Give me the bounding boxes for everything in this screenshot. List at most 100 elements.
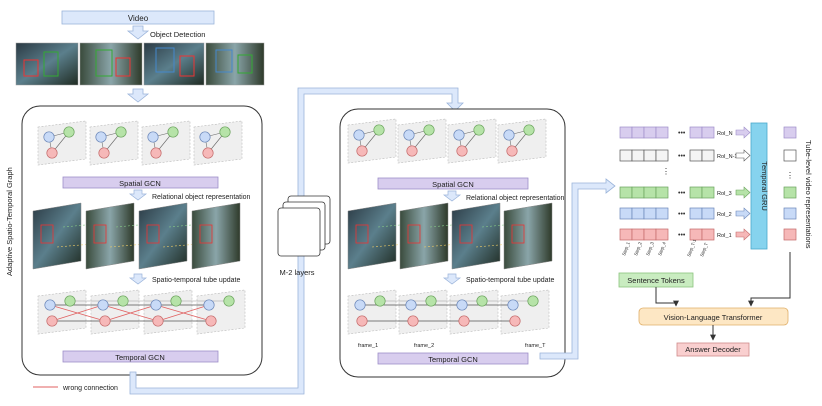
wrong-connection-edge xyxy=(104,304,157,322)
roi-feature-cell xyxy=(701,228,715,241)
object-detection-label: Object Detection xyxy=(150,30,205,39)
roi-feature-cell xyxy=(619,207,633,220)
step-label: Step_3 xyxy=(645,241,655,257)
object-node xyxy=(353,129,365,141)
object-node xyxy=(476,295,488,307)
object-node xyxy=(405,299,417,311)
object-node xyxy=(354,299,366,311)
vertical-ellipsis: ⋮ xyxy=(662,167,670,176)
ellipsis: ••• xyxy=(678,130,686,137)
object-node xyxy=(95,131,107,143)
object-node xyxy=(425,295,437,307)
graph-plane xyxy=(398,289,448,335)
relational-frames-row xyxy=(32,202,241,270)
graph-plane xyxy=(143,289,193,335)
object-node xyxy=(356,145,368,157)
vl-transformer-label: Vision-Language Transformer xyxy=(664,313,763,322)
temporal-gcn-box xyxy=(377,352,529,365)
tube-representation-cell xyxy=(783,207,797,220)
roi-label: RoI_2 xyxy=(717,212,732,218)
down-arrow-icon xyxy=(128,273,148,285)
down-arrow-icon xyxy=(442,190,462,202)
step-label: Step_T xyxy=(699,242,709,258)
object-node xyxy=(205,315,217,327)
graph-plane xyxy=(397,118,447,164)
object-node xyxy=(46,147,58,159)
object-node xyxy=(407,315,419,327)
roi-feature-cell xyxy=(701,126,715,139)
object-node xyxy=(503,129,515,141)
step-label: Step_T-1 xyxy=(686,238,697,257)
object-node xyxy=(456,145,468,157)
spatial-graphs-row xyxy=(347,118,547,164)
roi-feature-cell xyxy=(655,228,669,241)
roi-label: RoI_N-1 xyxy=(717,154,737,160)
roi-arrow-icon xyxy=(735,186,751,199)
object-node xyxy=(150,147,162,159)
object-node xyxy=(117,295,129,307)
object-node xyxy=(509,315,521,327)
temporal-gcn-box xyxy=(62,350,219,363)
legend-label: wrong connection xyxy=(62,385,118,392)
roi-arrow-icon xyxy=(735,149,751,162)
object-node xyxy=(456,299,468,311)
object-node xyxy=(147,131,159,143)
video-frame xyxy=(79,42,143,86)
tube-update-label: Spatio-temporal tube update xyxy=(466,277,554,284)
roi-arrow-icon xyxy=(735,126,751,139)
detection-box xyxy=(407,224,421,244)
graph-plane xyxy=(196,289,246,335)
tube-update-label: Spatio-temporal tube update xyxy=(152,277,240,284)
roi-feature-cell xyxy=(631,207,645,220)
object-node xyxy=(423,124,435,136)
roi-feature-cell xyxy=(701,207,715,220)
video-frame xyxy=(399,202,449,270)
video-label: Video xyxy=(128,14,149,23)
detection-box xyxy=(355,224,369,244)
graph-plane xyxy=(37,289,87,335)
video-frame xyxy=(503,202,553,270)
object-node xyxy=(403,129,415,141)
object-node xyxy=(506,145,518,157)
spatial-gcn-box xyxy=(377,177,529,190)
step-label: Step_1 xyxy=(621,241,631,257)
object-node xyxy=(43,131,55,143)
detection-box xyxy=(146,224,160,244)
roi-label: RoI_1 xyxy=(717,233,732,239)
roi-feature-cell xyxy=(701,149,715,162)
ellipsis: ••• xyxy=(678,232,686,239)
ellipsis: ••• xyxy=(678,211,686,218)
roi-feature-cell xyxy=(655,126,669,139)
relational-label: Relational object representation xyxy=(466,195,565,202)
down-arrow-icon xyxy=(128,189,148,201)
object-node xyxy=(63,126,75,138)
object-node xyxy=(64,295,76,307)
temporal-gcn-label: Temporal GCN xyxy=(115,353,165,362)
detection-box xyxy=(199,224,213,244)
detection-box xyxy=(511,224,525,244)
step-labels: Step_1 Step_2 Step_3 Step_4 Step_T-1 Ste… xyxy=(621,238,709,257)
roi-feature-cell xyxy=(643,207,657,220)
object-node xyxy=(150,299,162,311)
roi-feature-cell xyxy=(619,149,633,162)
temporal-gcn-label: Temporal GCN xyxy=(428,355,478,364)
object-node xyxy=(523,124,535,136)
object-node xyxy=(46,315,58,327)
relational-frames-row xyxy=(347,202,553,270)
object-node xyxy=(98,147,110,159)
panel-side-label: Adaptive Spatio-Temporal Graph xyxy=(5,167,14,276)
temporal-gru-label: Temporal GRU xyxy=(760,161,769,211)
sentence-tokens-label: Sentence Tokens xyxy=(627,276,685,285)
object-node xyxy=(507,299,519,311)
detection-box xyxy=(459,224,473,244)
object-node xyxy=(203,299,215,311)
object-node xyxy=(97,299,109,311)
video-frames-strip xyxy=(15,42,265,86)
graph-plane xyxy=(347,289,397,335)
video-frame xyxy=(15,42,79,86)
temporal-graphs-row xyxy=(347,289,550,335)
detection-box xyxy=(40,224,54,244)
object-node xyxy=(199,131,211,143)
roi-feature-cell xyxy=(689,149,703,162)
